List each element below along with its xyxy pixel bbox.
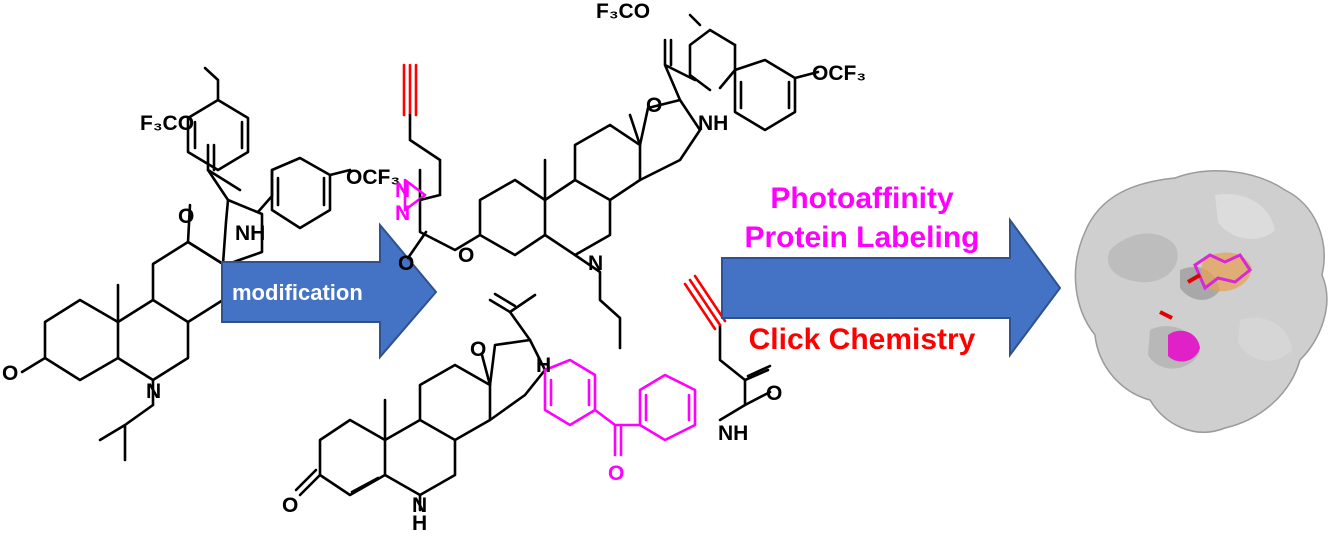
parent-molecule <box>20 66 352 462</box>
benzophenone-probe <box>294 292 772 512</box>
diazirine-ester-co: O <box>398 252 414 275</box>
diazirine-group <box>403 178 427 212</box>
parent-ocf3-right: OCF₃ <box>346 166 400 189</box>
parent-labels: F₃CO OCF₃ O NH O N <box>2 112 400 403</box>
benzophenone-ketone-o: O <box>282 494 298 517</box>
parent-amide-o: O <box>178 205 194 228</box>
alkyne-top <box>402 63 418 117</box>
alkyne-chain-top <box>408 113 442 202</box>
modification-label: modification <box>232 280 363 305</box>
benzophenone-ring-nh: N <box>412 494 427 517</box>
protein-labeling-label: Protein Labeling <box>744 221 979 254</box>
benzophenone-amide-nh-left: H <box>536 354 551 377</box>
diazirine-probe <box>406 13 820 350</box>
benzophenone-carbonyl-o: O <box>608 462 624 485</box>
diazirine-amide-nh: NH <box>698 112 728 135</box>
photoaffinity-label: Photoaffinity <box>770 182 954 215</box>
benzophenone-labels: O H O NH O O N H <box>282 338 782 535</box>
diazirine-ocf3-top: F₃CO <box>596 0 650 23</box>
diazirine-labels: F₃CO OCF₃ O NH N N O O N <box>395 0 866 275</box>
benzophenone-core <box>543 358 697 457</box>
diazirine-ester-o: O <box>458 244 474 267</box>
protein-surface-icon <box>1074 170 1328 433</box>
parent-amide-nh: NH <box>235 222 265 245</box>
alkyne-bottom <box>683 274 727 331</box>
benzophenone-amide-o-right: O <box>766 382 782 405</box>
parent-ocf3-top: F₃CO <box>140 112 194 135</box>
modification-arrow: modification <box>221 222 438 360</box>
click-chemistry-label: Click Chemistry <box>749 323 976 356</box>
diazirine-n1: N <box>395 179 410 202</box>
diazirine-ocf3-right: OCF₃ <box>812 62 866 85</box>
benzophenone-ring-h: H <box>412 512 427 533</box>
parent-ketone-o: O <box>2 362 18 385</box>
parent-ring-n: N <box>146 380 161 403</box>
diazirine-n2: N <box>395 202 410 225</box>
labeling-arrow: Photoaffinity Protein Labeling Click Che… <box>721 182 1062 359</box>
benzophenone-amide-o-left: O <box>470 338 486 361</box>
diazirine-ring-n: N <box>588 252 603 275</box>
benzophenone-amide-nh-right: NH <box>718 422 748 445</box>
diazirine-amide-o: O <box>646 94 662 117</box>
